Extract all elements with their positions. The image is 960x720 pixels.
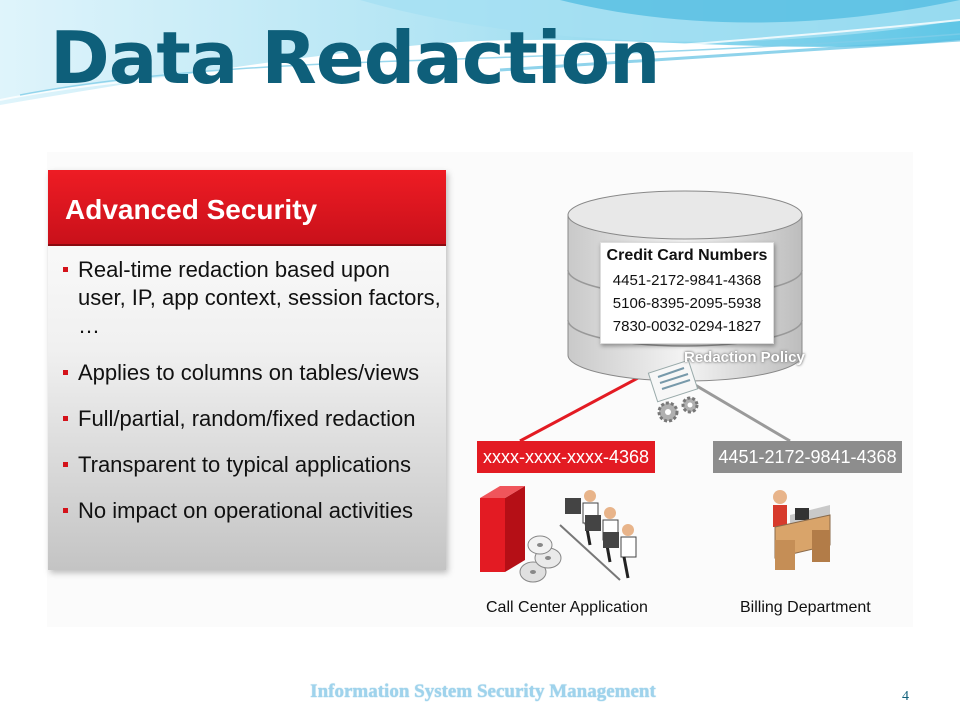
credit-card-number: 4451-2172-9841-4368 <box>612 272 762 289</box>
gears-icon <box>657 396 699 423</box>
card-title: Advanced Security <box>65 194 318 225</box>
full-path-line <box>689 380 791 443</box>
list-item-text: Transparent to typical applications <box>78 452 412 477</box>
bullet-icon <box>63 267 68 272</box>
footer-label: Information System Security Management <box>310 681 656 702</box>
credit-card-number: 7830-0032-0294-1827 <box>612 318 762 335</box>
redaction-diagram <box>480 190 831 583</box>
card-header-divider <box>48 244 446 246</box>
redacted-path-line <box>519 376 639 443</box>
policy-document-icon <box>647 359 699 403</box>
redaction-policy-label: Redaction Policy <box>684 349 805 366</box>
call-center-label: Call Center Application <box>486 599 648 616</box>
list-item-text: No impact on operational activities <box>78 498 414 523</box>
list-item-text: Applies to columns on tables/views <box>78 360 420 385</box>
feature-list: Real-time redaction based upon user, IP,… <box>63 256 443 543</box>
disc-icon <box>519 535 562 583</box>
full-value-tag: 4451-2172-9841-4368 <box>713 441 902 473</box>
call-center-agents-icon <box>559 490 637 581</box>
page-number: 4 <box>902 689 909 704</box>
credit-card-number: 5106-8395-2095-5938 <box>612 295 762 312</box>
list-item-text: Real-time redaction based upon user, IP,… <box>78 257 441 338</box>
bullet-icon <box>63 508 68 513</box>
server-icon <box>480 486 525 572</box>
list-item: Full/partial, random/fixed redaction <box>63 405 443 433</box>
redacted-value-tag: xxxx-xxxx-xxxx-4368 <box>477 441 655 473</box>
footer-text: Information System Security Management <box>0 681 960 703</box>
list-item: Applies to columns on tables/views <box>63 359 443 387</box>
list-item: Transparent to typical applications <box>63 451 443 479</box>
advanced-security-card: Advanced Security Real-time redaction ba… <box>48 170 446 570</box>
credit-card-heading: Credit Card Numbers <box>606 247 768 264</box>
card-header: Advanced Security <box>48 170 446 246</box>
header-wave <box>0 0 960 105</box>
credit-card-table: Credit Card Numbers 4451-2172-9841-4368 … <box>600 242 774 344</box>
list-item: No impact on operational activities <box>63 497 443 525</box>
billing-department-label: Billing Department <box>740 599 871 616</box>
list-item: Real-time redaction based upon user, IP,… <box>63 256 443 340</box>
bullet-icon <box>63 462 68 467</box>
slide-title: Data Redaction <box>50 16 660 100</box>
bullet-icon <box>63 370 68 375</box>
list-item-text: Full/partial, random/fixed redaction <box>78 406 416 431</box>
billing-desk-icon <box>773 490 831 570</box>
bullet-icon <box>63 416 68 421</box>
